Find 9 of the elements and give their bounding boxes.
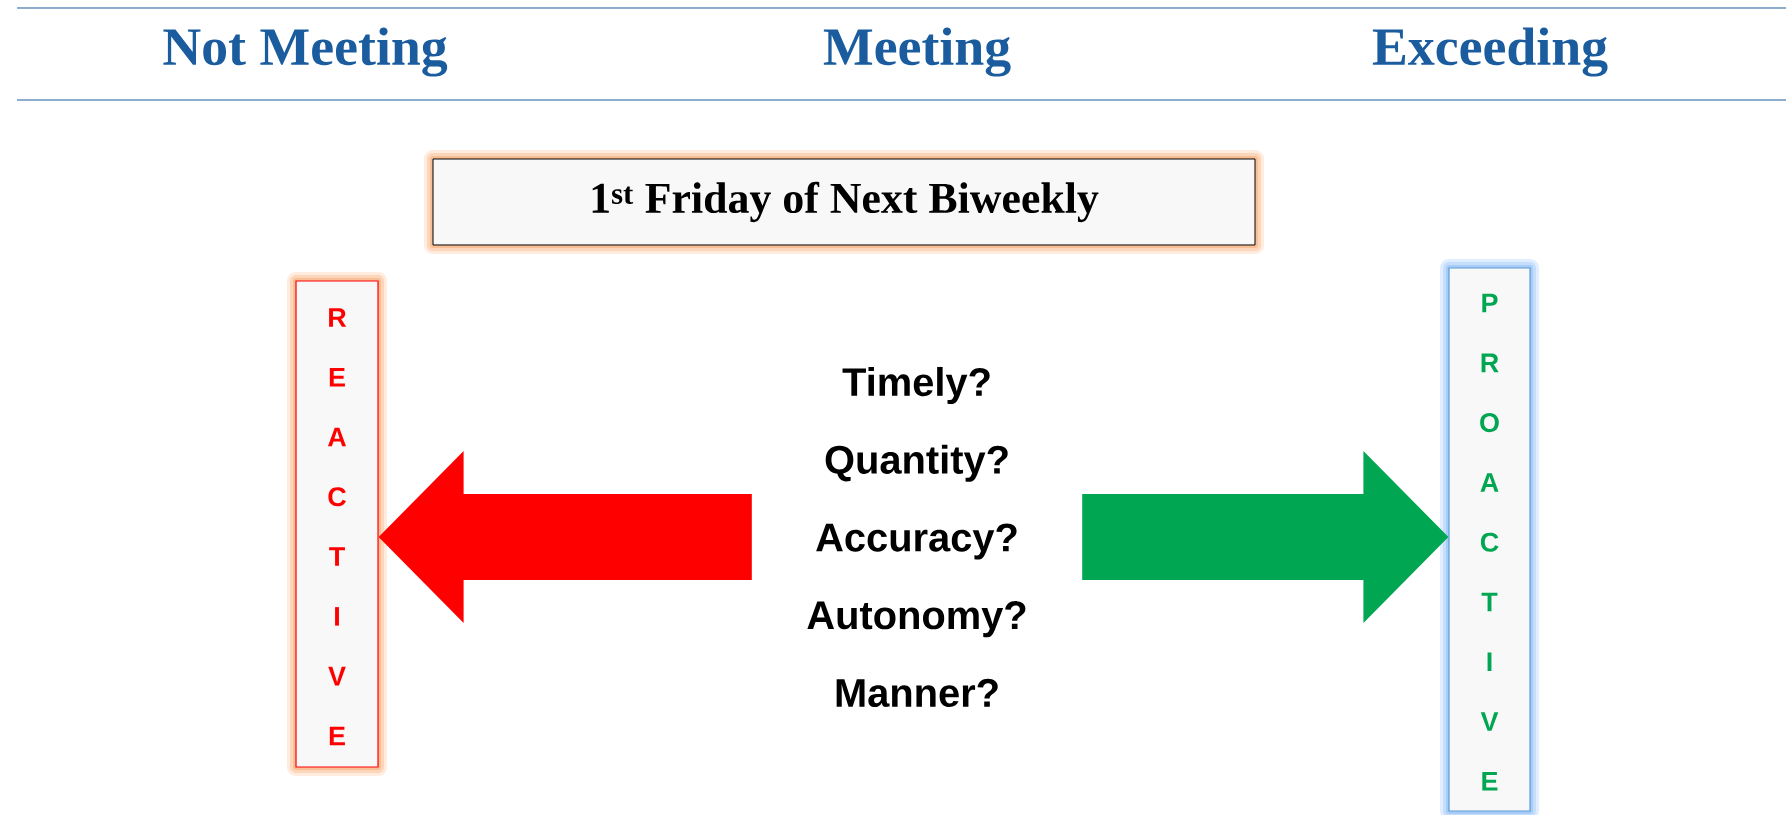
vertical-label-box: REACTIVE <box>287 272 387 776</box>
column-heading: Exceeding <box>1372 27 1608 77</box>
block-arrow <box>1082 451 1449 623</box>
question-list: Timely? Quantity? Accuracy? Autonomy? Manner? <box>807 366 1026 708</box>
column-heading: Meeting <box>823 27 1011 77</box>
block-arrow <box>378 451 752 623</box>
title-box: 1$^{st}$ Friday of Next Biweekly <box>424 150 1264 254</box>
column-heading: Not Meeting <box>163 27 448 77</box>
vertical-label-box: PROACTIVE <box>1440 259 1539 815</box>
